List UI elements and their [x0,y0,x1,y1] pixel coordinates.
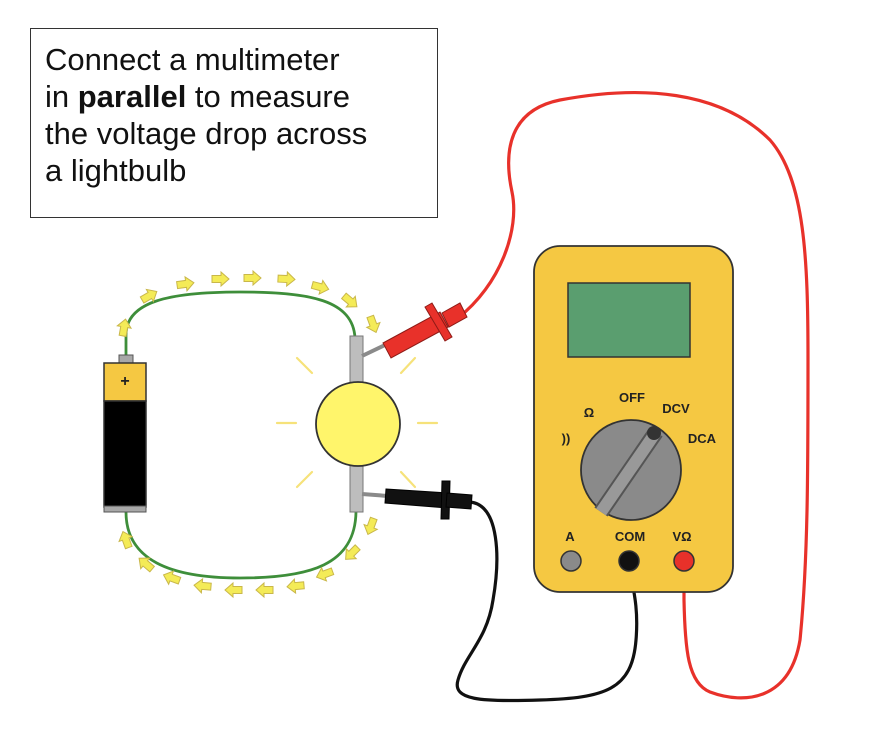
bottom-wire [124,511,358,580]
current-flow-arrow-icon [309,277,332,297]
current-flow-arrow-icon [285,577,306,595]
jack-vohm[interactable] [673,550,695,572]
black-lead-wire [455,500,639,703]
caption-line-4: a lightbulb [45,153,187,188]
jack-com[interactable] [618,550,640,572]
jack-label-a: A [565,529,575,544]
current-flow-arrow-icon [277,271,296,287]
dial-label-dcv: DCV [662,401,690,416]
red-lead-wire [457,90,810,700]
caption-bold-word: parallel [77,79,187,114]
black-probe-icon [361,480,473,520]
battery-plus-label: + [120,373,129,390]
current-flow-arrow-icon [211,271,230,287]
current-flow-arrow-icon [340,541,364,565]
caption-line-2-suffix: to measure [186,79,351,114]
continuity-icon: )) [562,431,571,446]
dial-label-dca: DCA [688,431,717,446]
instruction-caption: Connect a multimeter in parallel to meas… [30,28,438,218]
dial-label-ohm: Ω [584,405,594,420]
current-flow-arrow-icon [224,582,243,598]
jack-a[interactable] [560,550,582,572]
battery: + [103,354,147,513]
current-flow-arrow-icon [243,270,262,286]
lightbulb [315,381,401,467]
top-wire [124,290,357,357]
jack-label-vohm: VΩ [672,529,691,544]
multimeter-screen [567,282,691,358]
caption-line-2: in parallel to measure [45,78,437,115]
jack-label-com: COM [615,529,645,544]
current-flow-arrow-icon [363,313,384,336]
current-flow-arrow-icon [255,582,274,598]
multimeter: OFF Ω DCV DCA )) A COM VΩ [533,245,734,593]
caption-line-2-prefix: in [45,79,78,114]
current-flow-arrow-icon [192,577,213,595]
caption-line-1: Connect a multimeter [45,42,340,77]
current-flow-arrow-icon [338,289,362,313]
bulb-rays [275,356,439,489]
caption-line-3: the voltage drop across [45,116,368,151]
dial-pointer-tip [647,426,661,440]
red-probe-icon [361,302,468,359]
dial-label-off: OFF [619,390,645,405]
current-flow-arrow-icon [360,515,381,538]
current-flow-arrow-icon [175,275,196,293]
